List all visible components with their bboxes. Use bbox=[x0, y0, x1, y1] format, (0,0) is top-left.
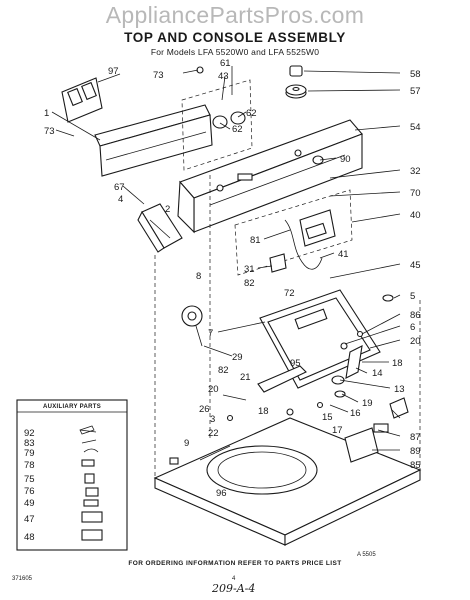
callout-40: 40 bbox=[410, 210, 421, 221]
water-level-switch bbox=[181, 305, 203, 347]
callout-70: 70 bbox=[410, 188, 421, 199]
callout-31: 31 bbox=[244, 264, 255, 275]
callout-96: 96 bbox=[216, 488, 227, 499]
callout-labels: 97 73 61 43 58 57 1 73 62 62 54 90 32 67… bbox=[24, 58, 421, 543]
callout-2: 2 bbox=[165, 204, 170, 215]
callout-92: 92 bbox=[24, 428, 35, 439]
callout-4: 4 bbox=[118, 194, 123, 205]
guide-lines bbox=[154, 175, 421, 478]
callout-8: 8 bbox=[196, 271, 201, 282]
callout-78: 78 bbox=[24, 460, 35, 471]
callout-73: 73 bbox=[153, 70, 164, 81]
leader-lines bbox=[51, 66, 401, 451]
callout-47: 47 bbox=[24, 514, 35, 525]
callout-54: 54 bbox=[410, 122, 421, 133]
timer-knob bbox=[285, 65, 307, 99]
drawing-code: A 5505 bbox=[357, 552, 376, 558]
callout-72: 72 bbox=[284, 288, 295, 299]
callout-87: 87 bbox=[410, 432, 421, 443]
diagram-subtitle: For Models LFA 5520W0 and LFA 5525W0 bbox=[150, 47, 320, 57]
washer-top bbox=[153, 417, 422, 546]
callout-67: 67 bbox=[114, 182, 125, 193]
callout-1: 1 bbox=[44, 108, 49, 119]
callout-3: 3 bbox=[210, 414, 215, 425]
callout-16: 16 bbox=[350, 408, 361, 419]
callout-89: 89 bbox=[410, 446, 421, 457]
diagram-title: TOP AND CONSOLE ASSEMBLY bbox=[124, 30, 346, 45]
callout-76: 76 bbox=[24, 486, 35, 497]
callout-29: 29 bbox=[232, 352, 243, 363]
callout-49: 49 bbox=[24, 498, 35, 509]
handwritten-note: 209-A-4 bbox=[212, 582, 256, 595]
callout-17: 17 bbox=[332, 425, 343, 436]
callout-57: 57 bbox=[410, 86, 421, 97]
watermark: AppliancePartsPros.com bbox=[105, 2, 365, 28]
console-rear-panel bbox=[94, 104, 213, 177]
callout-9: 9 bbox=[184, 438, 189, 449]
auxiliary-parts-title: AUXILIARY PARTS bbox=[42, 404, 102, 410]
callout-6: 6 bbox=[410, 322, 415, 333]
timer-assembly bbox=[234, 155, 353, 276]
callout-97: 97 bbox=[108, 66, 119, 77]
callout-86: 86 bbox=[410, 310, 421, 321]
callout-61: 61 bbox=[220, 58, 231, 69]
callout-73-left: 73 bbox=[44, 126, 55, 137]
callout-82-upper: 82 bbox=[244, 278, 255, 289]
callout-18-left: 18 bbox=[258, 406, 269, 417]
callout-20-left: 20 bbox=[208, 384, 219, 395]
callout-41: 41 bbox=[338, 249, 349, 260]
callout-58: 58 bbox=[410, 69, 421, 80]
lid-hinge-parts bbox=[226, 345, 363, 422]
callout-79: 79 bbox=[24, 448, 35, 459]
callout-20-right: 20 bbox=[410, 336, 421, 347]
callout-7: 7 bbox=[208, 328, 213, 339]
callout-32: 32 bbox=[410, 166, 421, 177]
page-number: 4 bbox=[232, 576, 236, 582]
callout-13: 13 bbox=[394, 384, 405, 395]
callout-62-left: 62 bbox=[232, 124, 243, 135]
escutcheon-plate bbox=[61, 77, 103, 123]
callout-5: 5 bbox=[410, 291, 415, 302]
callout-83: 83 bbox=[24, 438, 35, 449]
callout-95: 95 bbox=[290, 358, 301, 369]
callout-85: 85 bbox=[410, 460, 421, 471]
document-code: 371605 bbox=[12, 576, 33, 582]
callout-15: 15 bbox=[322, 412, 333, 423]
callout-75: 75 bbox=[24, 474, 35, 485]
callout-21: 21 bbox=[240, 372, 251, 383]
callout-48: 48 bbox=[24, 532, 35, 543]
callout-43: 43 bbox=[218, 71, 229, 82]
callout-90: 90 bbox=[340, 154, 351, 165]
auxiliary-parts-box bbox=[16, 399, 128, 551]
callout-45: 45 bbox=[410, 260, 421, 271]
aux-part-shapes bbox=[79, 425, 103, 541]
callout-14: 14 bbox=[372, 368, 383, 379]
console-end-cap bbox=[137, 203, 183, 253]
callout-62-right: 62 bbox=[246, 108, 257, 119]
callout-18-right: 18 bbox=[392, 358, 403, 369]
ordering-footer: FOR ORDERING INFORMATION REFER TO PARTS … bbox=[128, 560, 342, 567]
callout-81: 81 bbox=[250, 235, 261, 246]
callout-22: 22 bbox=[208, 428, 219, 439]
callout-26: 26 bbox=[199, 404, 210, 415]
callout-19: 19 bbox=[362, 398, 373, 409]
callout-82-lower: 82 bbox=[218, 365, 229, 376]
